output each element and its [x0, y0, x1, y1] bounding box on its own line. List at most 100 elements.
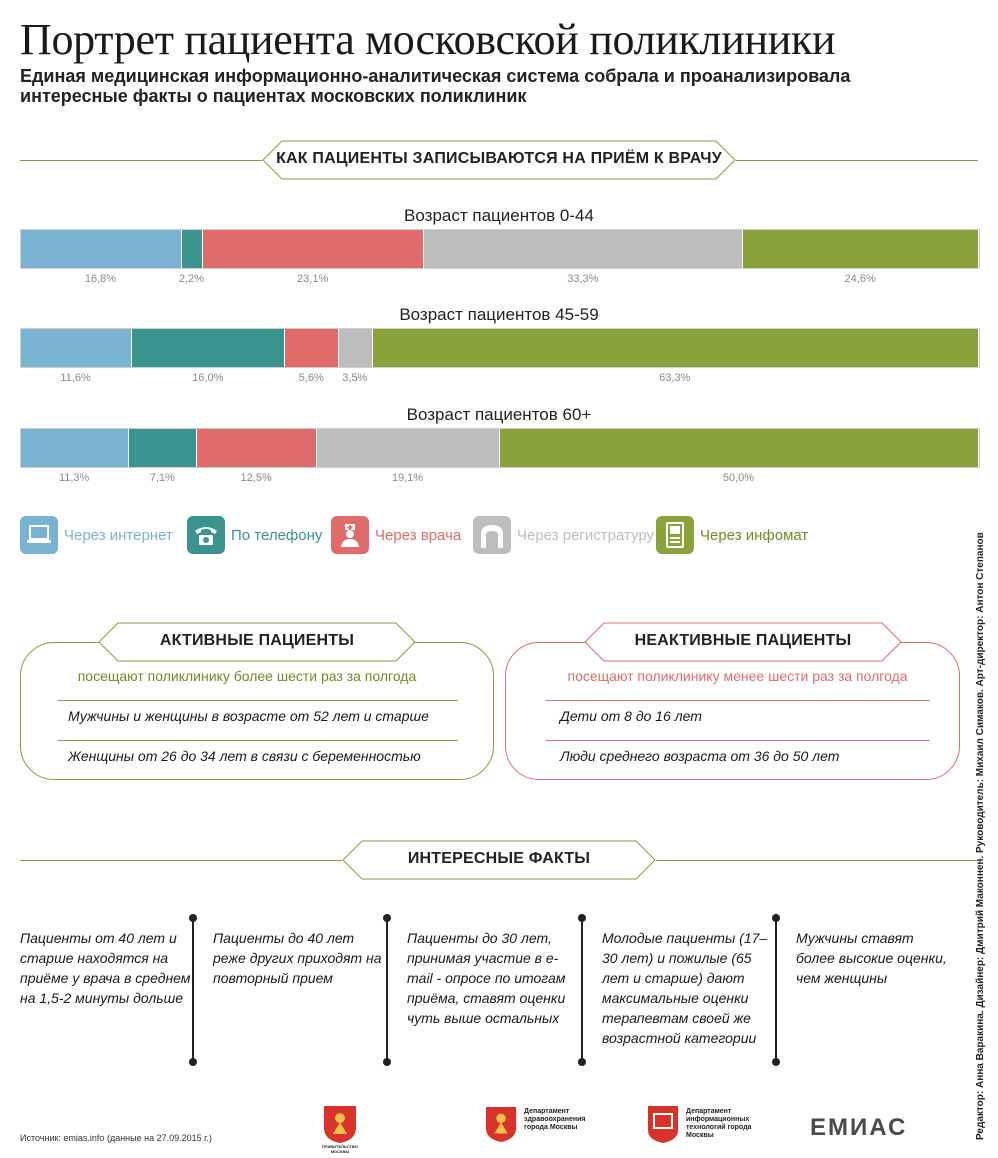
stacked-bar — [20, 328, 980, 368]
page-subtitle: Единая медицинская информационно-аналити… — [20, 66, 851, 106]
legend-label-phone: По телефону — [231, 526, 323, 544]
data-label: 50,0% — [722, 472, 755, 484]
bar-segment — [372, 329, 979, 367]
fact-4: Молодые пациенты (17–30 лет) и пожилые (… — [602, 930, 768, 1046]
fact-rule-4 — [775, 918, 777, 1062]
bar-segment — [197, 429, 318, 467]
stacked-bar — [20, 229, 980, 269]
active-row-2: Женщины от 26 до 34 лет в связи с береме… — [68, 748, 421, 764]
bar-segment — [317, 429, 500, 467]
moscow-government-logo: ПРАВИТЕЛЬСТВО МОСКВЫ — [322, 1104, 358, 1154]
phone-icon — [187, 516, 225, 554]
facts-banner: ИНТЕРЕСНЫЕ ФАКТЫ — [342, 840, 656, 880]
data-label: 11,3% — [58, 472, 90, 484]
legend-label-doctor: Через врача — [375, 526, 462, 544]
active-divider-2 — [58, 740, 458, 741]
facts-line-right — [656, 860, 978, 861]
active-desc: посещают поликлинику более шести раз за … — [77, 668, 417, 684]
bar-segment — [181, 230, 203, 268]
bar-segment — [424, 230, 744, 268]
data-label: 63,3% — [659, 372, 691, 384]
data-label: 11,6% — [60, 372, 91, 384]
credits: Редактор: Анна Варакина. Дизайнер: Дмитр… — [975, 532, 986, 1140]
active-banner: АКТИВНЫЕ ПАЦИЕНТЫ — [98, 622, 416, 662]
data-label: 5,6% — [298, 372, 324, 384]
age-group-title: Возраст пациентов 60+ — [406, 405, 592, 424]
bar-segment — [21, 230, 182, 268]
legend-item-internet: Через интернет — [20, 516, 173, 554]
fact-rule-1 — [192, 918, 194, 1062]
inactive-row-1: Дети от 8 до 16 лет — [560, 708, 702, 724]
data-label: 23,1% — [297, 273, 329, 285]
it-dept-emblem-icon — [648, 1106, 678, 1143]
fact-rule-dot-bottom — [578, 1058, 586, 1066]
fact-5: Мужчины ставят более высокие оценки, чем… — [796, 930, 947, 986]
section-line-left — [20, 160, 262, 161]
bar-segment — [132, 329, 286, 367]
coat-of-arms-icon — [485, 1107, 517, 1142]
emias-logo: ЕМИАС — [810, 1114, 908, 1141]
data-label: 12,5% — [240, 472, 272, 484]
bar-segment — [500, 429, 979, 467]
legend-item-doctor: Через врача — [331, 516, 461, 554]
it-dept-logo: Департамент информационных технологий го… — [646, 1104, 766, 1148]
fact-3: Пациенты до 30 лет, принимая участие в e… — [407, 930, 566, 1026]
fact-rule-dot-bottom — [383, 1058, 391, 1066]
banner-shape — [98, 622, 416, 662]
data-label: 16,0% — [192, 372, 224, 384]
section-line-right — [736, 160, 978, 161]
inactive-desc: посещают поликлинику менее шести раз за … — [567, 668, 908, 684]
banner-shape — [262, 140, 736, 180]
bar-segment — [21, 429, 130, 467]
data-label: 3,5% — [342, 372, 368, 384]
facts-title: ИНТЕРЕСНЫЕ ФАКТЫ — [407, 850, 591, 867]
fact-2: Пациенты до 40 лет реже других приходят … — [213, 930, 382, 986]
active-title: АКТИВНЫЕ ПАЦИЕНТЫ — [159, 632, 355, 649]
inactive-card — [505, 642, 960, 780]
fact-rule-3 — [581, 918, 583, 1062]
legend-label-infomat: Через инфомат — [700, 526, 809, 544]
inactive-title: НЕАКТИВНЫЕ ПАЦИЕНТЫ — [634, 632, 852, 649]
legend-label-internet: Через интернет — [64, 526, 173, 544]
banner-shape — [342, 840, 656, 880]
data-label: 33,3% — [567, 273, 599, 285]
banner-shape — [584, 622, 902, 662]
legend-item-phone: По телефону — [187, 516, 322, 554]
fact-1: Пациенты от 40 лет и старше находятся на… — [20, 930, 191, 1006]
doctor-icon — [331, 516, 369, 554]
data-label: 7,1% — [149, 472, 175, 484]
logo3-text: Департамент информационных технологий го… — [686, 1108, 752, 1139]
logo2-text: Департамент здравоохранения города Москв… — [524, 1108, 586, 1131]
inactive-row-2: Люди среднего возраста от 36 до 50 лет — [560, 748, 840, 764]
laptop-icon — [20, 516, 58, 554]
stacked-bar — [20, 428, 980, 468]
section-title-booking: КАК ПАЦИЕНТЫ ЗАПИСЫВАЮТСЯ НА ПРИЁМ К ВРА… — [276, 150, 722, 167]
data-label: 2,2% — [178, 273, 204, 285]
bar-segment — [21, 329, 133, 367]
active-row-1: Мужчины и женщины в возрасте от 52 лет и… — [68, 708, 429, 724]
bar-segment — [129, 429, 198, 467]
data-label: 24,6% — [844, 273, 876, 285]
fact-rule-2 — [386, 918, 388, 1062]
infomat-icon — [656, 516, 694, 554]
age-group-title: Возраст пациентов 0-44 — [404, 206, 594, 225]
legend-item-infomat: Через инфомат — [656, 516, 808, 554]
bar-segment — [339, 329, 373, 367]
health-dept-logo: Департамент здравоохранения города Москв… — [484, 1104, 594, 1148]
inactive-divider-1 — [546, 700, 930, 701]
legend-label-registry: Через регистратуру — [517, 526, 655, 544]
coat-of-arms-icon — [324, 1106, 356, 1143]
inactive-banner: НЕАКТИВНЫЕ ПАЦИЕНТЫ — [584, 622, 902, 662]
source-note: Источник: emias.info (данные на 27.09.20… — [20, 1133, 212, 1143]
bar-segment — [203, 230, 425, 268]
inactive-divider-2 — [546, 740, 930, 741]
legend-item-registry: Через регистратуру — [473, 516, 654, 554]
fact-rule-dot-bottom — [772, 1058, 780, 1066]
registry-icon — [473, 516, 511, 554]
logo1-text: ПРАВИТЕЛЬСТВО МОСКВЫ — [322, 1144, 358, 1154]
age-group-title: Возраст пациентов 45-59 — [399, 305, 599, 324]
bar-segment — [285, 329, 340, 367]
fact-rule-dot-bottom — [189, 1058, 197, 1066]
page-title: Портрет пациента московской поликлиники — [20, 15, 836, 64]
bar-segment — [743, 230, 979, 268]
